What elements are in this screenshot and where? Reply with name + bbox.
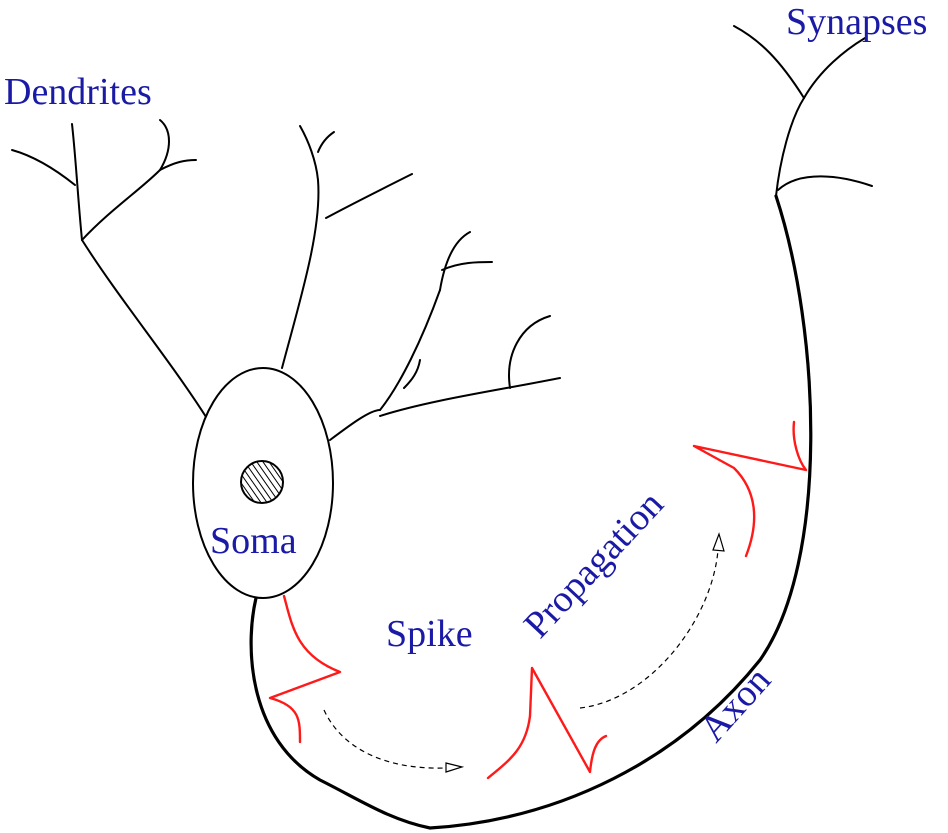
label-propagation: Propagation xyxy=(516,483,672,646)
label-dendrites: Dendrites xyxy=(4,71,152,113)
label-axon: Axon xyxy=(691,659,779,750)
spike-trace-3 xyxy=(694,422,806,556)
label-soma: Soma xyxy=(210,520,297,562)
dendrite-tree-right xyxy=(330,232,560,440)
spike-trace-2 xyxy=(488,668,606,778)
nucleus-icon xyxy=(241,461,283,503)
dendrite-tree-middle xyxy=(282,126,412,368)
propagation-arrow-1 xyxy=(324,710,462,772)
label-spike: Spike xyxy=(386,613,473,655)
synapse-tree xyxy=(734,26,872,196)
label-synapses: Synapses xyxy=(786,1,927,43)
dendrite-tree-left xyxy=(12,120,208,420)
